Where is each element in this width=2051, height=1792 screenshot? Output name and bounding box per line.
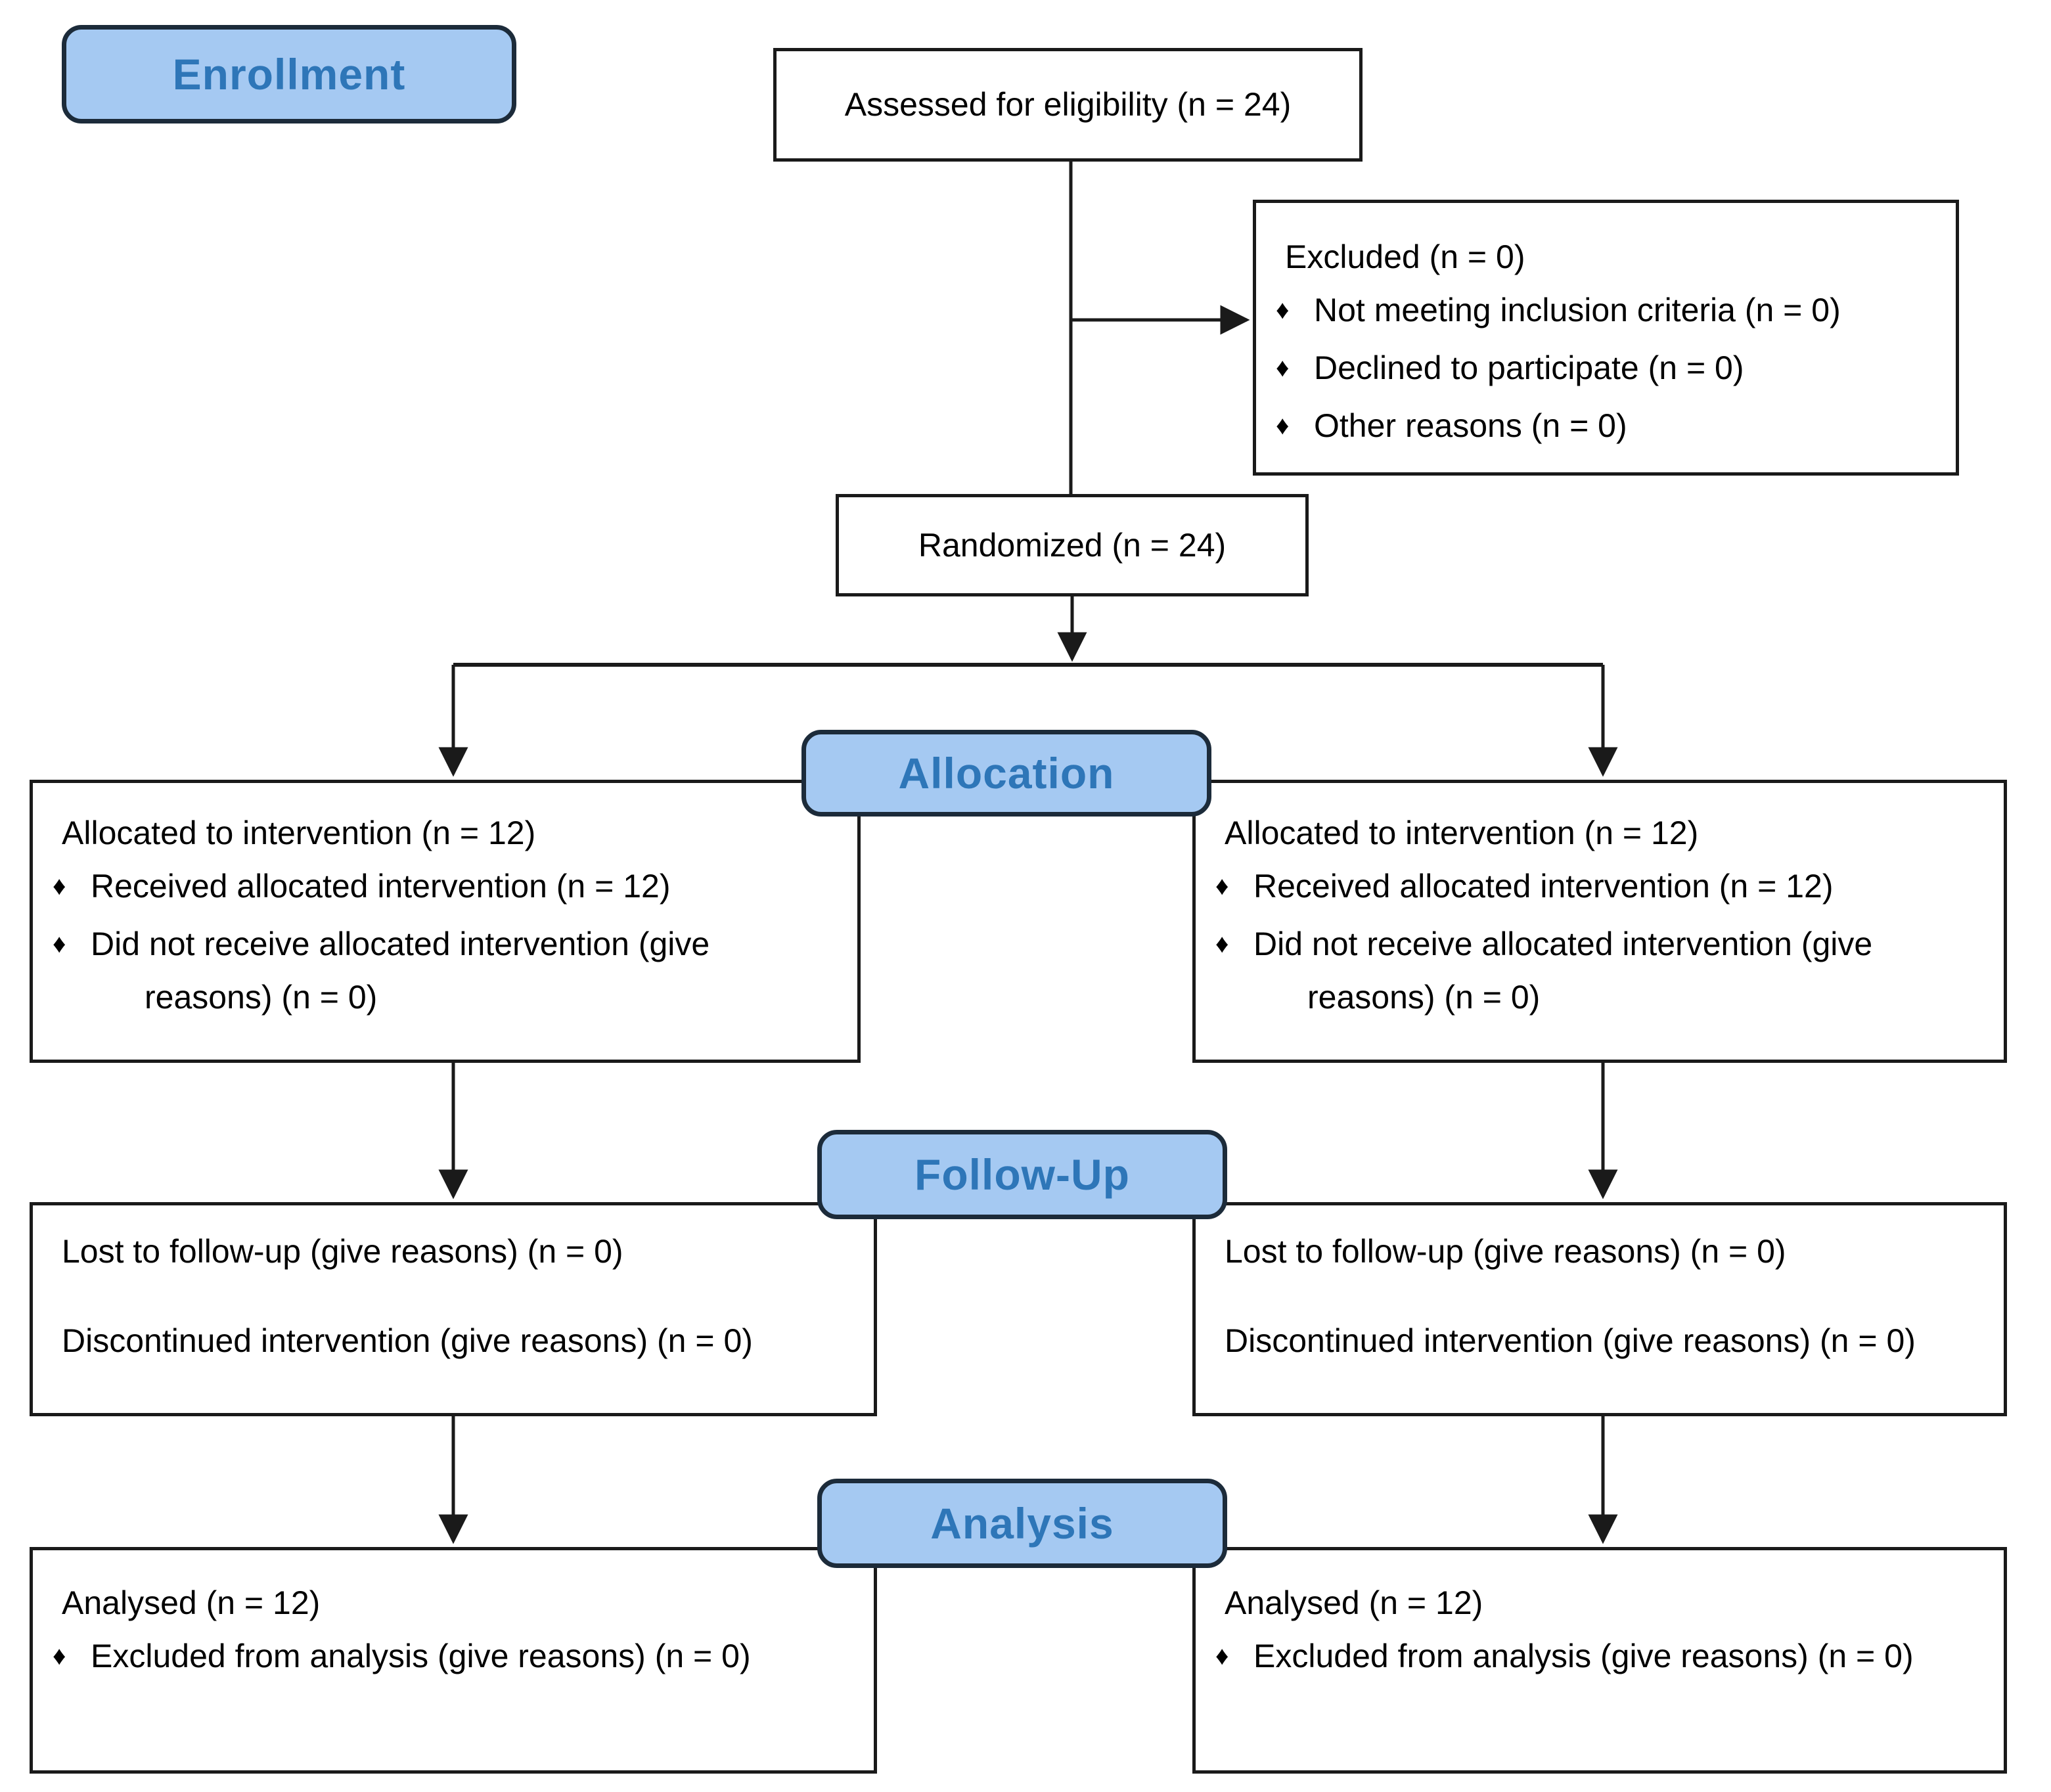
- allocation-title: Allocated to intervention (n = 12): [62, 815, 536, 851]
- excluded-title: Excluded (n = 0): [1285, 238, 1525, 275]
- stage-badge-enrollment: Enrollment: [62, 25, 516, 123]
- allocation-title: Allocated to intervention (n = 12): [1225, 815, 1699, 851]
- analysis-item: ♦ Excluded from analysis (give reasons) …: [53, 1630, 851, 1683]
- allocation-item-line: Did not receive allocated intervention (…: [1253, 926, 1873, 962]
- excluded-item-text: Not meeting inclusion criteria (n = 0): [1314, 292, 1841, 328]
- allocation-box-left: Allocated to intervention (n = 12) ♦ Rec…: [30, 780, 861, 1063]
- follow-up-box-left: Lost to follow-up (give reasons) (n = 0)…: [30, 1202, 877, 1416]
- allocation-item: ♦ Received allocated intervention (n = 1…: [53, 860, 835, 913]
- diamond-bullet-icon: ♦: [53, 872, 66, 901]
- excluded-item: ♦ Not meeting inclusion criteria (n = 0): [1276, 284, 1933, 337]
- allocation-item-line: Did not receive allocated intervention (…: [91, 926, 710, 962]
- follow-up-line: Lost to follow-up (give reasons) (n = 0): [62, 1233, 623, 1270]
- stage-label-follow-up: Follow-Up: [914, 1150, 1130, 1199]
- diamond-bullet-icon: ♦: [1215, 930, 1229, 958]
- stage-label-allocation: Allocation: [898, 749, 1115, 797]
- excluded-item-text: Other reasons (n = 0): [1314, 407, 1627, 444]
- excluded-box: Excluded (n = 0) ♦ Not meeting inclusion…: [1253, 200, 1959, 476]
- analysis-box-left: Analysed (n = 12) ♦ Excluded from analys…: [30, 1547, 877, 1774]
- assessed-box: Assessed for eligibility (n = 24): [773, 48, 1363, 162]
- analysis-box-right: Analysed (n = 12) ♦ Excluded from analys…: [1192, 1547, 2007, 1774]
- analysis-item: ♦ Excluded from analysis (give reasons) …: [1215, 1630, 1981, 1683]
- allocation-item-text: Did not receive allocated intervention (…: [1253, 918, 1981, 1024]
- follow-up-box-right: Lost to follow-up (give reasons) (n = 0)…: [1192, 1202, 2007, 1416]
- allocation-item-text: Did not receive allocated intervention (…: [91, 918, 835, 1024]
- allocation-item-text: Received allocated intervention (n = 12): [91, 868, 671, 905]
- allocation-item: ♦ Received allocated intervention (n = 1…: [1215, 860, 1981, 913]
- excluded-item: ♦ Declined to participate (n = 0): [1276, 342, 1933, 395]
- diamond-bullet-icon: ♦: [1215, 872, 1229, 901]
- stage-badge-follow-up: Follow-Up: [817, 1130, 1227, 1219]
- diamond-bullet-icon: ♦: [53, 1642, 66, 1670]
- blank-line: [1225, 1278, 1981, 1314]
- allocation-box-right: Allocated to intervention (n = 12) ♦ Rec…: [1192, 780, 2007, 1063]
- stage-badge-allocation: Allocation: [801, 730, 1211, 817]
- stage-badge-analysis: Analysis: [817, 1479, 1227, 1568]
- analysis-item-text: Excluded from analysis (give reasons) (n…: [1253, 1638, 1914, 1674]
- allocation-item-text: Received allocated intervention (n = 12): [1253, 868, 1834, 905]
- stage-label-enrollment: Enrollment: [172, 50, 406, 99]
- analysis-title: Analysed (n = 12): [1225, 1584, 1483, 1621]
- excluded-item-text: Declined to participate (n = 0): [1314, 349, 1744, 386]
- diamond-bullet-icon: ♦: [1276, 296, 1290, 325]
- excluded-item: ♦ Other reasons (n = 0): [1276, 399, 1933, 453]
- diamond-bullet-icon: ♦: [53, 930, 66, 958]
- follow-up-line: Lost to follow-up (give reasons) (n = 0): [1225, 1233, 1786, 1270]
- diamond-bullet-icon: ♦: [1215, 1642, 1229, 1670]
- follow-up-line: Discontinued intervention (give reasons)…: [1225, 1322, 1916, 1359]
- diamond-bullet-icon: ♦: [1276, 411, 1290, 440]
- stage-label-analysis: Analysis: [930, 1499, 1114, 1548]
- assessed-text: Assessed for eligibility (n = 24): [844, 86, 1292, 123]
- randomized-box: Randomized (n = 24): [836, 494, 1309, 596]
- allocation-item: ♦ Did not receive allocated intervention…: [1215, 918, 1981, 1024]
- allocation-item-line-continued: reasons) (n = 0): [145, 979, 378, 1016]
- follow-up-line: Discontinued intervention (give reasons)…: [62, 1322, 753, 1359]
- randomized-text: Randomized (n = 24): [918, 526, 1227, 564]
- allocation-item: ♦ Did not receive allocated intervention…: [53, 918, 835, 1024]
- analysis-item-text: Excluded from analysis (give reasons) (n…: [91, 1638, 751, 1674]
- diamond-bullet-icon: ♦: [1276, 353, 1290, 382]
- blank-line: [62, 1278, 851, 1314]
- analysis-title: Analysed (n = 12): [62, 1584, 321, 1621]
- allocation-item-line-continued: reasons) (n = 0): [1307, 979, 1541, 1016]
